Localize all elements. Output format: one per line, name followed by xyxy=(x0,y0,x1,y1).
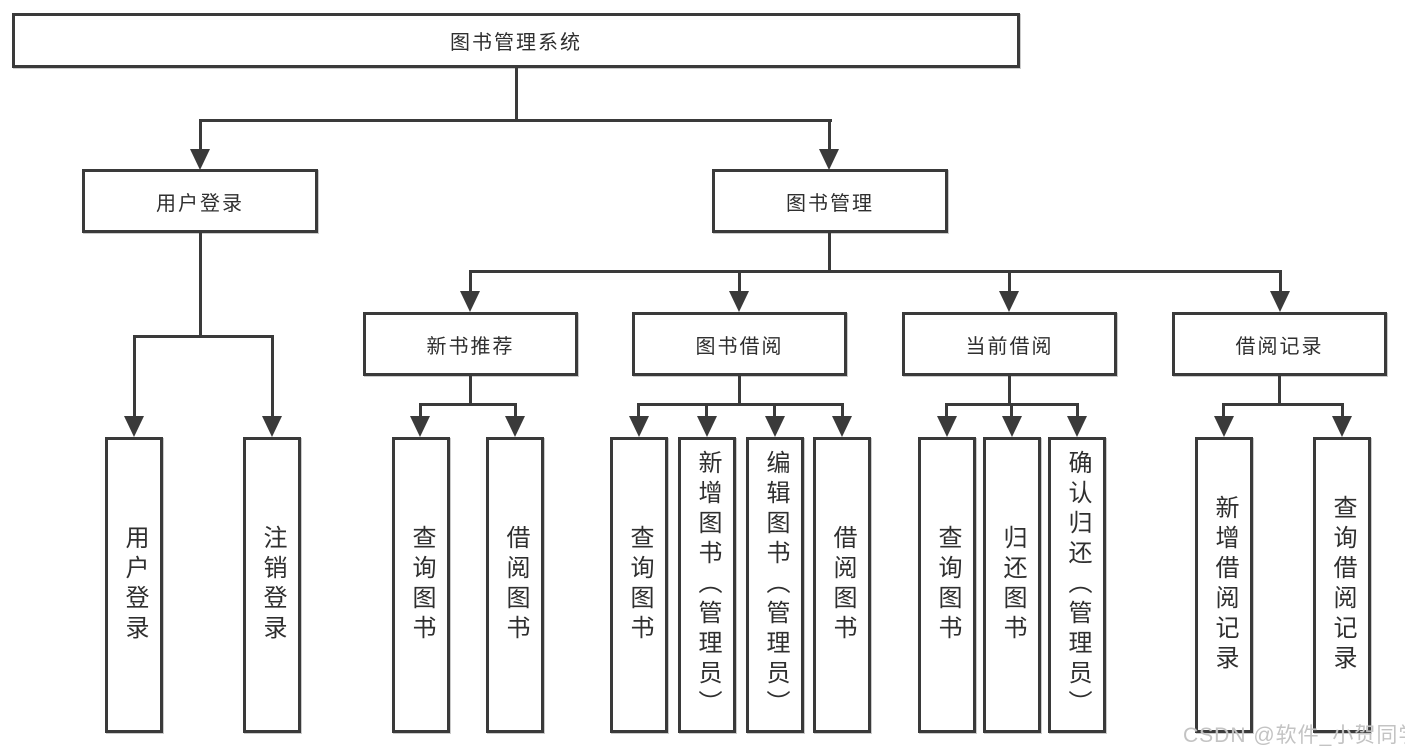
node-label: 图书管理 xyxy=(786,192,874,215)
node-label: 当前借阅 xyxy=(965,335,1054,358)
node-label: 借阅图书 xyxy=(829,525,856,645)
node-label: 用户登录 xyxy=(121,525,148,645)
node-book-management: 图书管理 xyxy=(712,169,948,233)
arrowhead-icon xyxy=(629,416,649,437)
arrowhead-icon xyxy=(1270,291,1290,312)
arrowhead-icon xyxy=(832,416,852,437)
node-label: 确认归还（管理员） xyxy=(1064,450,1091,720)
connector-line xyxy=(133,335,136,418)
arrowhead-icon xyxy=(819,149,839,170)
leaf-confirm-return-admin: 确认归还（管理员） xyxy=(1048,437,1106,733)
leaf-query-books-current: 查询图书 xyxy=(918,437,976,733)
connector-line xyxy=(1076,403,1079,419)
connector-line xyxy=(199,233,202,338)
arrowhead-icon xyxy=(505,416,525,437)
connector-line xyxy=(469,270,1282,273)
leaf-return-books: 归还图书 xyxy=(983,437,1041,733)
arrowhead-icon xyxy=(765,416,785,437)
node-label: 新增图书（管理员） xyxy=(694,450,721,720)
leaf-borrow-books: 借阅图书 xyxy=(813,437,871,733)
node-label: 新增借阅记录 xyxy=(1211,495,1238,675)
node-label: 查询图书 xyxy=(408,525,435,645)
node-label: 注销登录 xyxy=(259,525,286,645)
connector-line xyxy=(738,376,741,406)
watermark: CSDN @软件_小贺同学 xyxy=(1183,724,1405,747)
node-label: 归还图书 xyxy=(999,525,1026,645)
connector-line xyxy=(738,270,741,294)
connector-line xyxy=(1008,376,1011,406)
connector-line xyxy=(199,119,832,122)
connector-line xyxy=(419,403,422,419)
leaf-user-login: 用户登录 xyxy=(105,437,163,733)
leaf-query-books-borrow: 查询图书 xyxy=(610,437,668,733)
leaf-query-borrow-record: 查询借阅记录 xyxy=(1313,437,1371,733)
connector-line xyxy=(1010,403,1013,419)
leaf-query-books-recommend: 查询图书 xyxy=(392,437,450,733)
connector-line xyxy=(1341,403,1344,419)
node-label: 借阅图书 xyxy=(502,525,529,645)
connector-line xyxy=(705,403,708,419)
connector-line xyxy=(945,403,948,419)
leaf-add-borrow-record: 新增借阅记录 xyxy=(1195,437,1253,733)
arrowhead-icon xyxy=(190,149,210,170)
connector-line xyxy=(828,233,831,273)
arrowhead-icon xyxy=(729,291,749,312)
connector-line xyxy=(515,68,518,121)
arrowhead-icon xyxy=(937,416,957,437)
connector-line xyxy=(637,403,844,406)
connector-line xyxy=(469,376,472,406)
leaf-add-books-admin: 新增图书（管理员） xyxy=(678,437,736,733)
arrowhead-icon xyxy=(999,291,1019,312)
node-current-borrowing: 当前借阅 xyxy=(902,312,1117,376)
connector-line xyxy=(828,119,831,151)
connector-line xyxy=(133,335,274,338)
node-label: 查询图书 xyxy=(934,525,961,645)
node-label: 借阅记录 xyxy=(1235,335,1324,358)
node-label: 用户登录 xyxy=(156,192,244,215)
connector-line xyxy=(773,403,776,419)
arrowhead-icon xyxy=(1067,416,1087,437)
arrowhead-icon xyxy=(460,291,480,312)
arrowhead-icon xyxy=(124,416,144,437)
node-book-borrowing: 图书借阅 xyxy=(632,312,847,376)
arrowhead-icon xyxy=(1002,416,1022,437)
connector-line xyxy=(199,119,202,151)
arrowhead-icon xyxy=(1214,416,1234,437)
arrowhead-icon xyxy=(262,416,282,437)
connector-line xyxy=(419,403,517,406)
connector-line xyxy=(1222,403,1344,406)
node-label: 图书管理系统 xyxy=(450,32,582,54)
node-borrowing-records: 借阅记录 xyxy=(1172,312,1387,376)
connector-line xyxy=(1279,270,1282,294)
node-user-login: 用户登录 xyxy=(82,169,318,233)
arrowhead-icon xyxy=(697,416,717,437)
connector-line xyxy=(271,335,274,418)
leaf-logout: 注销登录 xyxy=(243,437,301,733)
connector-line xyxy=(1222,403,1225,419)
arrowhead-icon xyxy=(410,416,430,437)
node-label: 编辑图书（管理员） xyxy=(762,450,789,720)
arrowhead-icon xyxy=(1332,416,1352,437)
leaf-borrow-books-recommend: 借阅图书 xyxy=(486,437,544,733)
node-new-book-recommendation: 新书推荐 xyxy=(363,312,578,376)
connector-line xyxy=(1278,376,1281,406)
connector-line xyxy=(841,403,844,419)
node-label: 查询图书 xyxy=(626,525,653,645)
leaf-edit-books-admin: 编辑图书（管理员） xyxy=(746,437,804,733)
node-label: 查询借阅记录 xyxy=(1329,495,1356,675)
node-label: 图书借阅 xyxy=(695,335,784,358)
connector-line xyxy=(637,403,640,419)
node-label: 新书推荐 xyxy=(426,335,515,358)
connector-line xyxy=(514,403,517,419)
connector-line xyxy=(1008,270,1011,294)
connector-line xyxy=(469,270,472,294)
node-library-management-system: 图书管理系统 xyxy=(12,13,1020,68)
